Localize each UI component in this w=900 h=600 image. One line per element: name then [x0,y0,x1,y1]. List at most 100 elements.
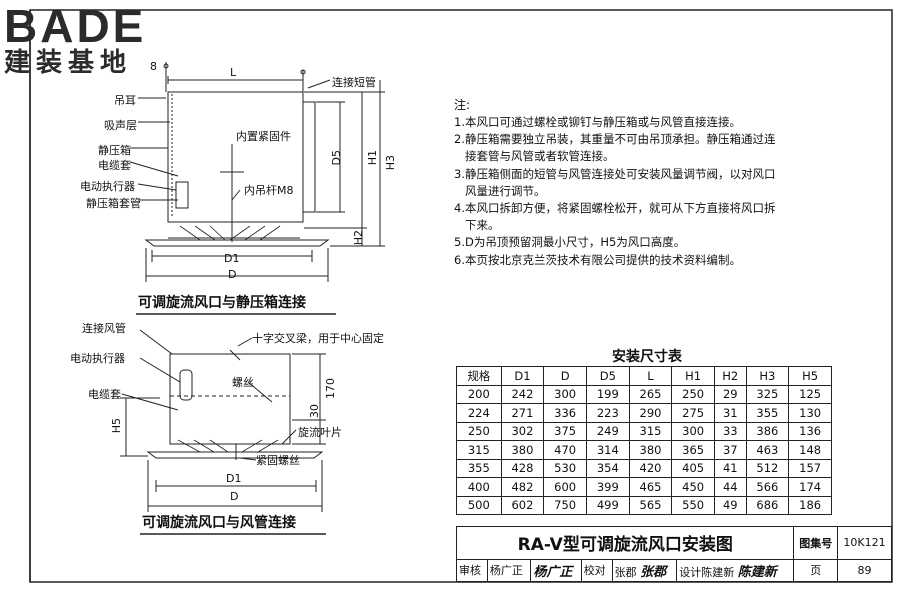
label-connecting-short-pipe: 连接短管 [332,76,376,89]
label-connecting-duct: 连接风管 [82,322,126,335]
table-cell: 33 [713,421,747,441]
table-cell: 200 [456,384,502,404]
dim-30: 30 [308,404,321,418]
table-cell: 31 [713,403,747,423]
note-line: 1.本风口可通过螺栓或铆钉与静压箱或与风管直接连接。 [454,115,741,129]
dim-D1: D1 [224,252,240,265]
table-cell: 386 [745,421,790,441]
logo-subtitle: 建装基地 [4,48,133,78]
table-cell: 29 [713,384,747,404]
table-cell: 186 [788,495,832,515]
table-cell: 275 [671,403,715,423]
table-cell: 602 [500,495,545,515]
spec-header-cell: D5 [585,366,630,386]
table-cell: 354 [585,458,630,478]
dim-D1-2: D1 [226,472,242,485]
check-name: 张郡 张郡 [611,558,678,583]
table-cell: 41 [713,458,747,478]
figure-2-caption: 可调旋流风口与风管连接 [142,515,296,531]
design-cell: 设计陈建新 陈建新 [676,558,795,583]
dim-D-2: D [230,490,239,503]
design-label: 设计 [679,565,702,579]
review-name: 杨广正 [486,558,532,583]
dim-H5: H5 [110,418,123,434]
table-cell: 686 [745,495,790,515]
table-cell: 482 [500,477,545,497]
note-line: 5.D为吊顶预留洞最小尺寸，H5为风口高度。 [454,235,686,250]
table-cell: 565 [628,495,673,515]
spec-table-title: 安装尺寸表 [612,349,682,365]
label-cross-beam: 十字交叉梁，用于中心固定 [252,332,384,345]
label-swirl-blade: 旋流叶片 [298,426,342,439]
title-block: RA-V型可调旋流风口安装图 图集号 10K121 审核 杨广正 杨广正 校对 … [455,526,893,583]
table-cell: 336 [543,403,587,423]
table-cell: 405 [671,458,715,478]
design-name: 陈建新 [701,565,735,579]
label-electric-actuator: 电动执行器 [80,180,135,193]
dim-H3: H3 [384,155,397,171]
notes-title: 注: [454,98,471,112]
note-line: 下来。 [454,218,500,233]
table-cell: 136 [788,421,832,441]
notes-list: 1.本风口可通过螺栓或铆钉与静压箱或与风管直接连接。 2.静压箱需要独立吊装，其… [454,114,874,269]
table-cell: 600 [543,477,587,497]
table-cell: 265 [628,384,673,404]
table-cell: 302 [500,421,545,441]
dim-8: 8 [150,60,157,73]
page-number: 89 [836,558,893,583]
table-cell: 375 [543,421,587,441]
table-cell: 44 [713,477,747,497]
table-cell: 157 [788,458,832,478]
spec-header-cell: L [628,366,673,386]
table-cell: 325 [745,384,790,404]
table-cell: 37 [713,440,747,460]
label-electric-actuator-2: 电动执行器 [70,352,125,365]
table-cell: 566 [745,477,790,497]
table-cell: 249 [585,421,630,441]
table-cell: 355 [456,458,502,478]
table-cell: 465 [628,477,673,497]
table-cell: 500 [456,495,502,515]
design-signature: 陈建新 [737,564,777,580]
table-cell: 224 [456,403,502,423]
caption-2-underline [140,533,326,535]
dim-L: L [230,66,237,79]
table-cell: 250 [671,384,715,404]
table-cell: 300 [671,421,715,441]
review-label: 审核 [456,558,488,583]
logo-wordmark: BADE [4,0,147,52]
dim-H1: H1 [366,150,379,166]
check-label: 校对 [580,558,613,583]
title-block-row: 审核 杨广正 杨广正 校对 张郡 张郡 设计陈建新 陈建新 页 89 [456,558,893,583]
spec-header-row: 规格 D1 D D5 L H1 H2 H3 H5 [456,366,832,386]
table-cell: 380 [628,440,673,460]
figure-1-drawing [129,62,385,282]
atlas-label: 图集号 [793,526,838,560]
figure-2-drawing [120,329,326,512]
label-lug: 吊耳 [114,94,136,107]
table-cell: 428 [500,458,545,478]
table-cell: 365 [671,440,715,460]
label-plenum-sleeve: 静压箱套管 [86,197,141,210]
table-cell: 49 [713,495,747,515]
label-screw: 螺丝 [232,376,254,389]
table-cell: 420 [628,458,673,478]
spec-header-cell: H2 [713,366,747,386]
label-inner-fastener: 内置紧固件 [236,130,291,143]
dim-D5: D5 [330,150,343,166]
table-cell: 463 [745,440,790,460]
table-cell: 530 [543,458,587,478]
label-fastening-screw: 紧固螺丝 [256,454,300,467]
figure-1-caption: 可调旋流风口与静压箱连接 [138,295,306,311]
table-cell: 130 [788,403,832,423]
spec-header-cell: H3 [745,366,790,386]
table-cell: 355 [745,403,790,423]
dim-170: 170 [324,378,337,399]
title-block-row: RA-V型可调旋流风口安装图 图集号 10K121 [455,526,893,560]
